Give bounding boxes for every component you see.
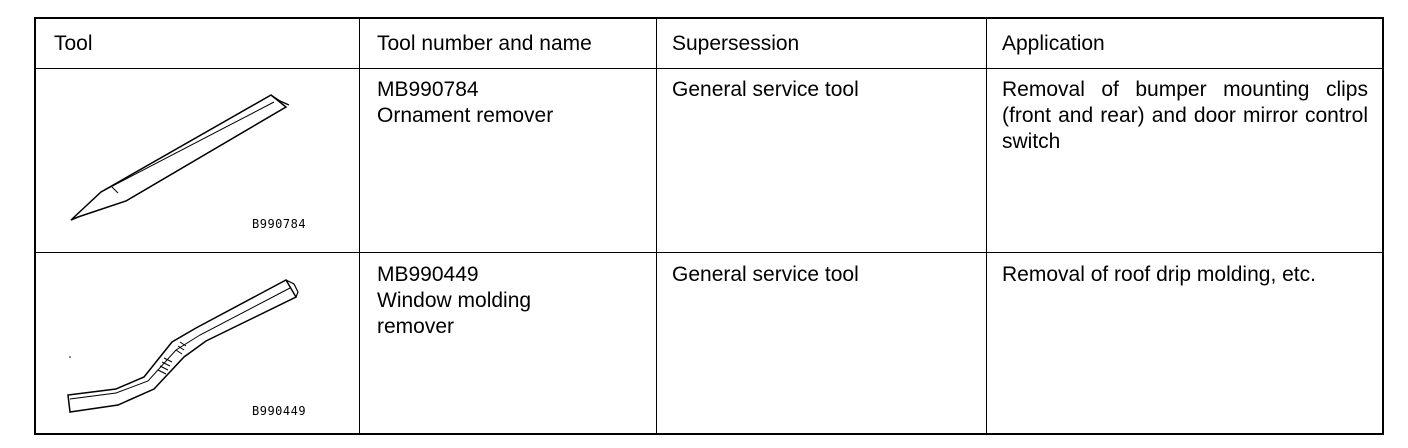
tool-number: MB990449: [377, 263, 479, 286]
tool-number-and-name: MB990449 Window molding remover: [377, 262, 657, 340]
application-value: Removal of roof drip molding, etc.: [1002, 263, 1316, 286]
window-molding-remover-drawing-icon: [46, 262, 346, 432]
column-divider: [656, 19, 657, 433]
header-tool: Tool: [54, 32, 93, 55]
application-value: Removal of bumper mounting clips (front …: [1002, 78, 1368, 153]
row-divider: [36, 252, 1382, 253]
tool-name-line: Window molding: [377, 289, 532, 312]
supersession-value: General service tool: [672, 263, 859, 286]
header-supersession: Supersession: [672, 32, 800, 55]
tool-number-and-name: MB990784 Ornament remover: [377, 77, 657, 129]
tool-image-code: B990449: [252, 404, 307, 418]
ornament-remover-drawing-icon: [70, 94, 290, 221]
tool-image-code: B990784: [252, 217, 307, 231]
tool-table: Tool Tool number and name Supersession A…: [34, 17, 1384, 435]
window-molding-remover-drawing-icon: [67, 278, 299, 413]
row-divider: [36, 68, 1382, 69]
header-tool-number-and-name: Tool number and name: [377, 32, 592, 55]
tool-name-line: remover: [377, 315, 455, 338]
header-application: Application: [1002, 32, 1105, 55]
tool-number: MB990784: [377, 78, 479, 101]
ornament-remover-drawing-icon: [46, 77, 346, 247]
column-divider: [986, 19, 987, 433]
tool-name: Ornament remover: [377, 104, 554, 127]
supersession-value: General service tool: [672, 78, 859, 101]
column-divider: [359, 19, 360, 433]
